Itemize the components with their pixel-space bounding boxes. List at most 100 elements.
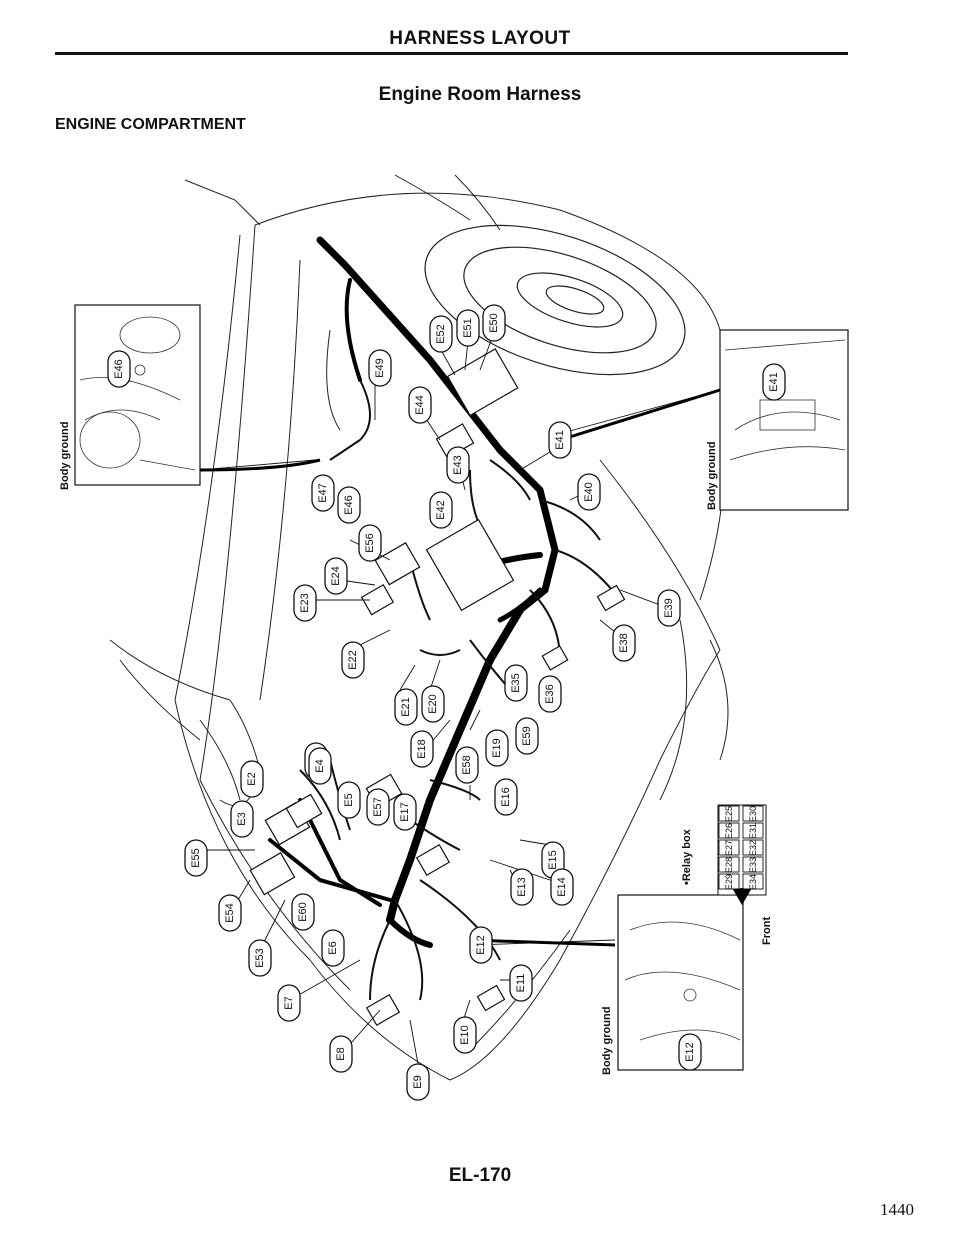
connector-callout-badge <box>446 446 470 484</box>
connector-callout-badge <box>341 641 365 679</box>
connector-callout-badge <box>657 589 681 627</box>
connector-callout-label: E11 <box>515 974 527 993</box>
connector-callout-label: E17 <box>399 802 411 822</box>
connector-callout: E54 <box>218 894 242 932</box>
connector-callout-label: E5 <box>343 793 355 806</box>
connector-callout-label: E2 <box>246 772 258 785</box>
inset-right-label: Body ground <box>706 442 718 510</box>
connector-callout: E36 <box>538 675 562 713</box>
connector-callout-badge <box>337 781 361 819</box>
connector-callout-label: E41 <box>768 372 780 392</box>
connector-callout-label: E42 <box>435 500 447 520</box>
relay-cell: E30 <box>742 805 764 822</box>
connector-callout-badge <box>184 839 208 877</box>
inset-sketches <box>79 316 846 1041</box>
connector-callout-badge <box>485 729 509 767</box>
connector-callout-label: E14 <box>556 877 568 897</box>
connector-callout-badge <box>538 675 562 713</box>
connector-callout-label: E19 <box>491 738 503 758</box>
connector-callout: E42 <box>429 491 453 529</box>
connector-callout-label: E36 <box>544 684 556 704</box>
inset-left-frame <box>74 304 201 486</box>
connector-callout: E43 <box>446 446 470 484</box>
connector-callout-badge <box>510 868 534 906</box>
relay-cell-label: E29 <box>724 874 734 890</box>
connector-callout: E5 <box>337 781 361 819</box>
connector-callout-badge <box>324 557 348 595</box>
front-arrow-icon <box>732 888 752 905</box>
relay-cell-label: E33 <box>748 857 758 873</box>
connector-callout-badge <box>429 315 453 353</box>
connector-callout: E55 <box>184 839 208 877</box>
connector-callout: E41 <box>548 421 572 459</box>
connector-callout-label: E54 <box>224 903 236 923</box>
header-rule <box>55 52 848 55</box>
relay-cell-label: E25 <box>724 806 734 822</box>
connector-callout-label: E43 <box>452 455 464 475</box>
connector-callout: E4 <box>308 747 332 785</box>
relay-cell: E28 <box>718 856 740 873</box>
connector-callout: E12 <box>678 1033 702 1071</box>
connector-callout: E11 <box>509 964 533 1002</box>
connector-callout-badge <box>308 747 332 785</box>
relay-cell-box <box>718 839 740 856</box>
connector-callout-badge <box>550 868 574 906</box>
connector-callout-badge <box>329 1035 353 1073</box>
relay-cell: E34 <box>742 873 764 890</box>
inset-right-frame <box>719 329 849 511</box>
connector-callout-label: E60 <box>297 902 309 922</box>
connector-callout-badge <box>762 363 786 401</box>
connector-callout-label: E24 <box>330 566 342 586</box>
relay-cell-label: E34 <box>748 874 758 890</box>
connector-callout: E13 <box>510 868 534 906</box>
connector-callout: E20 <box>421 685 445 723</box>
connector-callout-badge <box>394 688 418 726</box>
connector-callout: E3 <box>230 800 254 838</box>
front-label: Front <box>761 917 773 945</box>
connector-callout-label: E7 <box>283 996 295 1009</box>
connector-callout-badge <box>469 926 493 964</box>
connector-callout-badge <box>455 746 479 784</box>
connector-callout: E6 <box>321 929 345 967</box>
connector-callout: E57 <box>366 788 390 826</box>
relay-cell-box <box>718 856 740 873</box>
connector-callout-badge <box>107 350 131 388</box>
footer-page-number: 1440 <box>880 1200 914 1219</box>
connector-callout-label: E3 <box>236 812 248 825</box>
connector-callout-label: E41 <box>554 430 566 450</box>
connector-callout-label: E20 <box>427 694 439 714</box>
relay-cell-label: E26 <box>724 823 734 839</box>
relay-cell-box <box>742 805 764 822</box>
connector-callout: E46 <box>107 350 131 388</box>
connector-callout: E14 <box>550 868 574 906</box>
connector-callout-label: E57 <box>372 797 384 817</box>
branch-wires <box>299 379 621 1001</box>
connector-callout: E56 <box>358 524 382 562</box>
strut-tower <box>424 224 686 376</box>
diagram-subtitle: Engine Room Harness <box>378 84 582 105</box>
connector-callout-badge <box>311 474 335 512</box>
connector-callout: E52 <box>429 315 453 353</box>
connector-callout: E53 <box>248 939 272 977</box>
connector-callout-label: E59 <box>521 726 533 746</box>
connector-callout-badge <box>482 304 506 342</box>
connector-callout-badge <box>277 984 301 1022</box>
connector-callout-label: E16 <box>500 787 512 807</box>
connector-callout-badge <box>612 624 636 662</box>
relay-cell: E25 <box>718 805 740 822</box>
relay-cell-box <box>742 822 764 839</box>
connector-callout: E17 <box>393 793 417 831</box>
connector-callout: E39 <box>657 589 681 627</box>
ground-wire-right <box>559 388 721 442</box>
connector-callout-badge <box>577 473 601 511</box>
relay-cell: E31 <box>742 822 764 839</box>
connector-callout-badge <box>504 664 528 702</box>
connector-callout-label: E4 <box>314 759 326 772</box>
section-title: ENGINE COMPARTMENT <box>55 116 246 133</box>
connector-callout-badge <box>456 309 480 347</box>
connector-callout-label: E55 <box>190 848 202 868</box>
connector-callout-badge <box>494 778 518 816</box>
connector-callout: E12 <box>469 926 493 964</box>
connector-callout-label: E40 <box>583 482 595 502</box>
